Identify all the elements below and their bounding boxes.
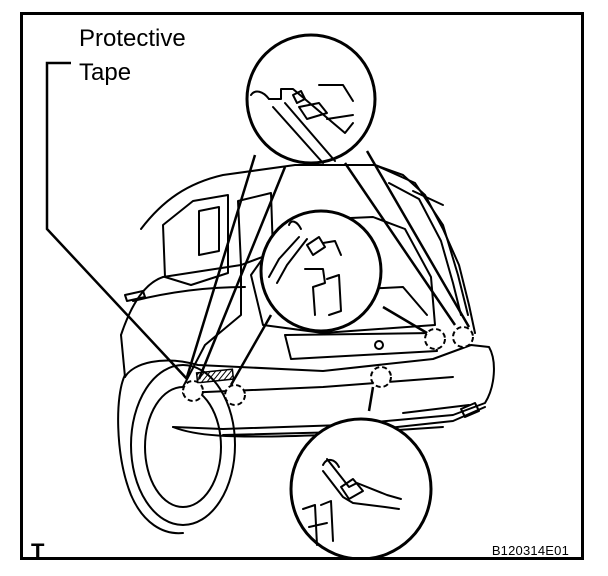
location-marker-right-2 <box>452 326 474 348</box>
leader-lines <box>45 61 471 412</box>
protective-tape-label-line2: Tape <box>79 59 132 86</box>
diagram-frame: Protective Tape T B120314E01 <box>20 12 584 564</box>
protective-tape-area <box>195 368 235 384</box>
location-markers <box>182 326 474 406</box>
magnifier-bottom <box>289 417 433 557</box>
magnifier-top <box>245 33 377 165</box>
location-marker-left <box>182 380 204 402</box>
location-marker-right-1 <box>424 328 446 350</box>
location-marker-center <box>370 366 392 388</box>
protective-tape-label-line1: Protective <box>79 25 186 52</box>
car-rear-illustration <box>45 33 495 557</box>
corner-tag: T <box>31 539 45 564</box>
figure-code: B120314E01 <box>491 543 569 558</box>
magnifier-middle <box>259 209 383 333</box>
location-marker-center-left <box>224 384 246 406</box>
